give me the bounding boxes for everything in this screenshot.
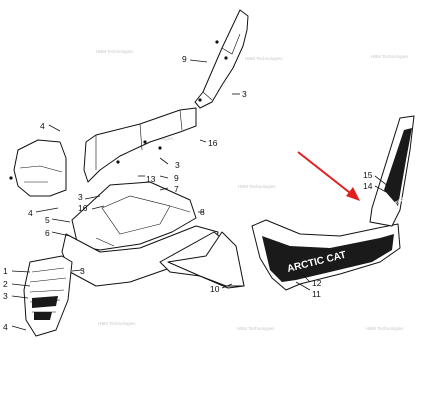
part-side-bracket <box>83 107 197 183</box>
red-arrow <box>297 151 360 201</box>
callout-5: 5 <box>45 215 50 225</box>
leader-lines <box>11 59 389 331</box>
part-headlight-housing <box>9 139 67 197</box>
callout-3-left: 3 <box>78 192 83 202</box>
part-front-grille <box>23 255 73 337</box>
watermark-5: HBM Technologies <box>238 184 276 189</box>
callout-7: 7 <box>174 184 179 194</box>
callout-13: 13 <box>146 174 156 184</box>
callout-12: 12 <box>312 278 322 288</box>
callout-15: 15 <box>363 170 373 180</box>
watermark-7: HBM Technologies <box>237 326 275 331</box>
callout-16-left: 16 <box>78 203 88 213</box>
watermark-3: HBM Technologies <box>371 54 409 59</box>
watermark-8: HBM Technologies <box>366 326 404 331</box>
callout-numbers: 9 3 16 4 3 9 7 13 3 16 4 5 6 8 3 10 1 2 … <box>3 54 373 332</box>
callout-4-bottom: 4 <box>3 322 8 332</box>
callout-11: 11 <box>312 289 321 299</box>
part-rear-decal: Next Technologies <box>369 115 427 227</box>
part-lower-side-panel <box>167 231 245 287</box>
callout-16-top: 16 <box>208 138 218 148</box>
callout-6: 6 <box>45 228 50 238</box>
callout-14: 14 <box>363 181 373 191</box>
callout-9-top: 9 <box>182 54 187 64</box>
callout-1: 1 <box>3 266 8 276</box>
callout-3-bottom: 3 <box>3 291 8 301</box>
callout-4-left: 4 <box>28 208 33 218</box>
callout-9-mid: 9 <box>174 173 179 183</box>
watermark-6: HBM Technologies <box>98 321 136 326</box>
callout-2: 2 <box>3 279 8 289</box>
watermark-1: HBM Technologies <box>96 49 134 54</box>
callout-3-grille: 3 <box>80 266 85 276</box>
part-side-decal-panel: ARCTIC CAT <box>251 219 401 291</box>
watermark-2: HBM Technologies <box>245 56 283 61</box>
callout-4-top: 4 <box>40 121 45 131</box>
callout-8: 8 <box>200 207 205 217</box>
callout-10: 10 <box>210 284 220 294</box>
callout-3-mid: 3 <box>175 160 180 170</box>
part-rear-upper-panel <box>194 9 249 109</box>
callout-3-top: 3 <box>242 89 247 99</box>
